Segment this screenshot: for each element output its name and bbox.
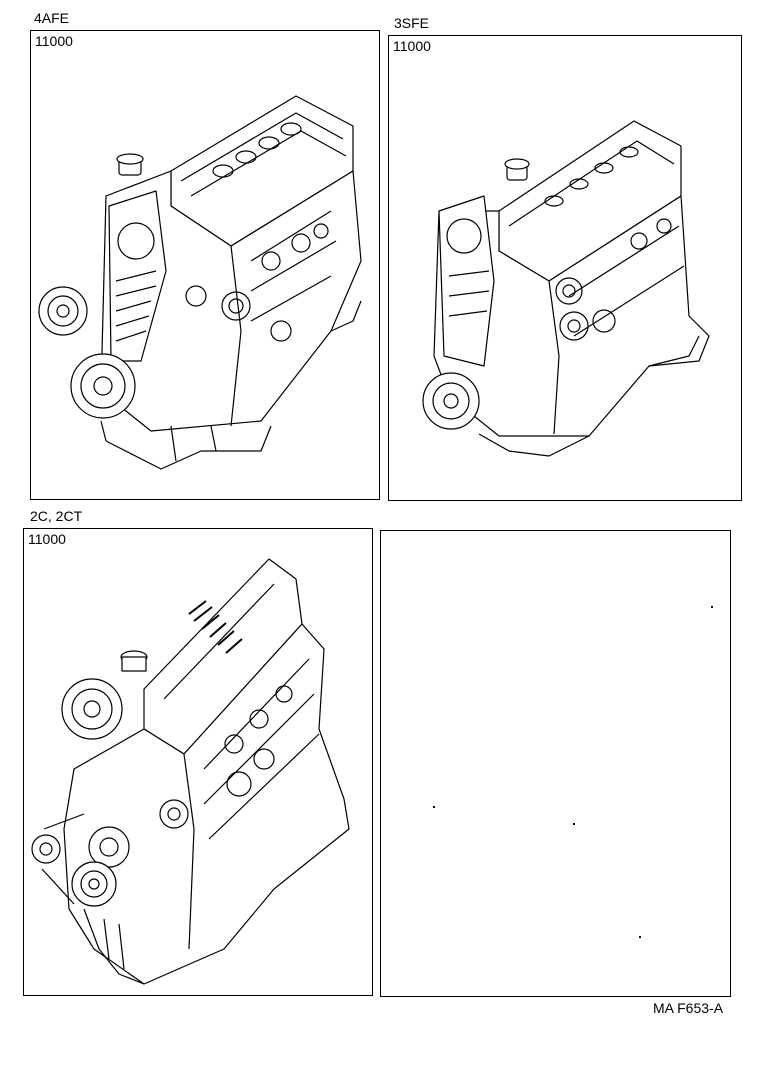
- panel-empty: [380, 530, 731, 997]
- scan-speck: [639, 936, 641, 938]
- engine-illustration-2c-2ct: [31, 558, 350, 985]
- scan-speck: [573, 823, 575, 825]
- engine-illustration-3sfe: [422, 120, 710, 457]
- engine-label-4afe: 4AFE: [34, 10, 70, 26]
- panel-4afe: 11000: [30, 30, 380, 500]
- scan-speck: [711, 606, 713, 608]
- scan-speck: [433, 806, 435, 808]
- part-number-2c-2ct: 11000: [28, 531, 66, 547]
- panel-2c-2ct: 11000: [23, 528, 373, 996]
- figure-code: MA F653-A: [653, 1000, 724, 1016]
- engine-label-3sfe: 3SFE: [394, 15, 430, 31]
- part-number-4afe: 11000: [35, 33, 73, 49]
- part-number-3sfe: 11000: [393, 38, 431, 54]
- engine-illustration-4afe: [38, 95, 362, 470]
- panel-3sfe: 11000: [388, 35, 742, 501]
- engine-label-2c-2ct: 2C, 2CT: [30, 508, 83, 524]
